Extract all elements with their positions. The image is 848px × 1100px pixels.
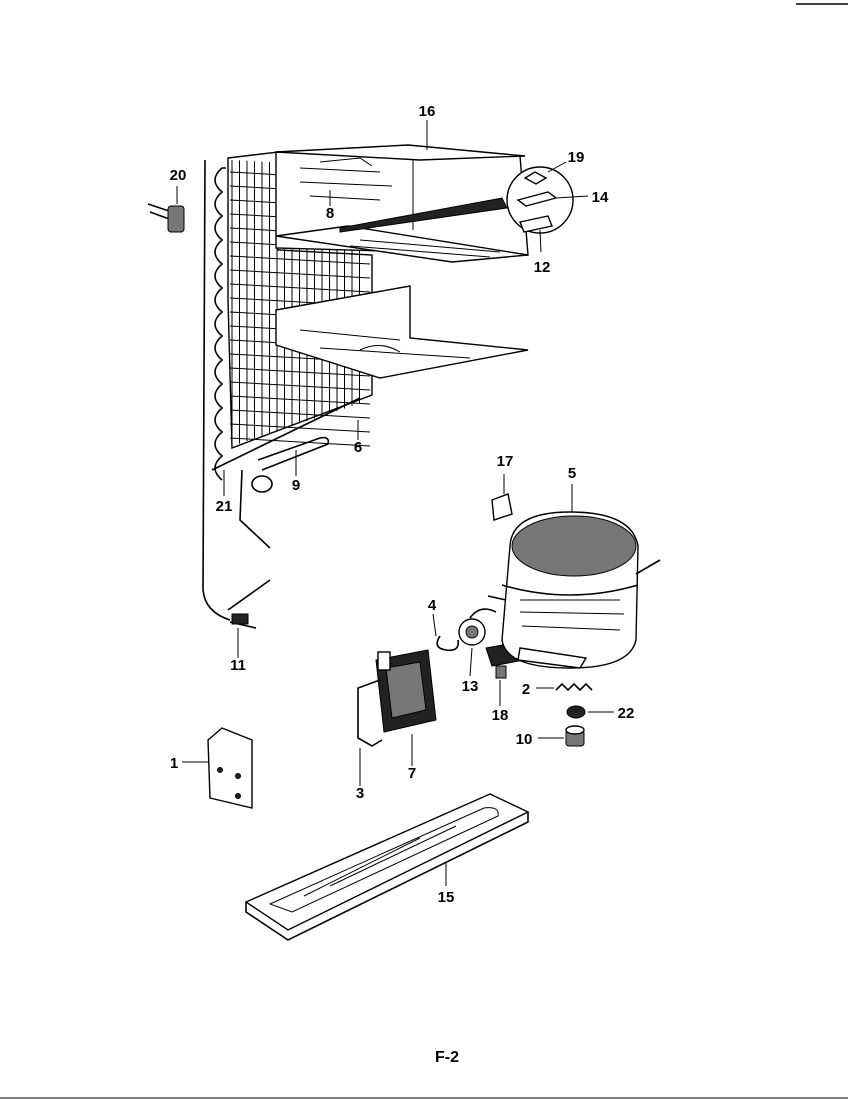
fan-assembly-part-7 <box>375 649 437 733</box>
callout-9: 9 <box>292 477 300 494</box>
nut-part-10 <box>565 725 585 747</box>
callout-10: 10 <box>516 731 533 748</box>
overload-part-13 <box>458 608 497 646</box>
callout-20: 20 <box>170 167 187 184</box>
callout-12: 12 <box>534 259 551 276</box>
callout-22: 22 <box>618 705 635 722</box>
callout-6: 6 <box>354 439 362 456</box>
bracket-part-17 <box>491 493 513 521</box>
leader-lines <box>176 120 614 886</box>
callout-16: 16 <box>419 103 436 120</box>
compressor-part-5 <box>487 511 661 669</box>
callout-18: 18 <box>492 707 509 724</box>
heater-loop-part-9 <box>239 436 330 549</box>
callout-7: 7 <box>408 765 416 782</box>
clamp-part-20 <box>147 203 185 233</box>
base-rail-part-15 <box>244 793 530 941</box>
detail-circle <box>339 166 574 234</box>
callout-17: 17 <box>497 453 514 470</box>
callout-15: 15 <box>438 889 455 906</box>
callout-1: 1 <box>170 755 178 772</box>
callout-14: 14 <box>592 189 609 206</box>
callout-8: 8 <box>326 205 334 222</box>
grommet-part-22 <box>566 705 586 719</box>
clip-part-4 <box>436 635 460 652</box>
cover-plate-part-1 <box>207 727 253 809</box>
callout-5: 5 <box>568 465 576 482</box>
callout-13: 13 <box>462 678 479 695</box>
page-number: F-2 <box>435 1049 459 1066</box>
drier-part-11 <box>227 579 271 629</box>
callout-labels: 16 19 14 12 20 8 6 9 21 17 5 4 11 13 18 … <box>170 103 635 906</box>
callout-2: 2 <box>522 681 530 698</box>
evaporator-upper <box>275 144 529 263</box>
spring-part-2 <box>555 682 593 692</box>
callout-21: 21 <box>216 498 233 515</box>
callout-11: 11 <box>230 657 246 674</box>
tube-part-3 <box>357 679 383 747</box>
evaporator-lower <box>275 285 529 379</box>
callout-4: 4 <box>428 597 437 614</box>
callout-19: 19 <box>568 149 585 166</box>
callout-3: 3 <box>356 785 364 802</box>
